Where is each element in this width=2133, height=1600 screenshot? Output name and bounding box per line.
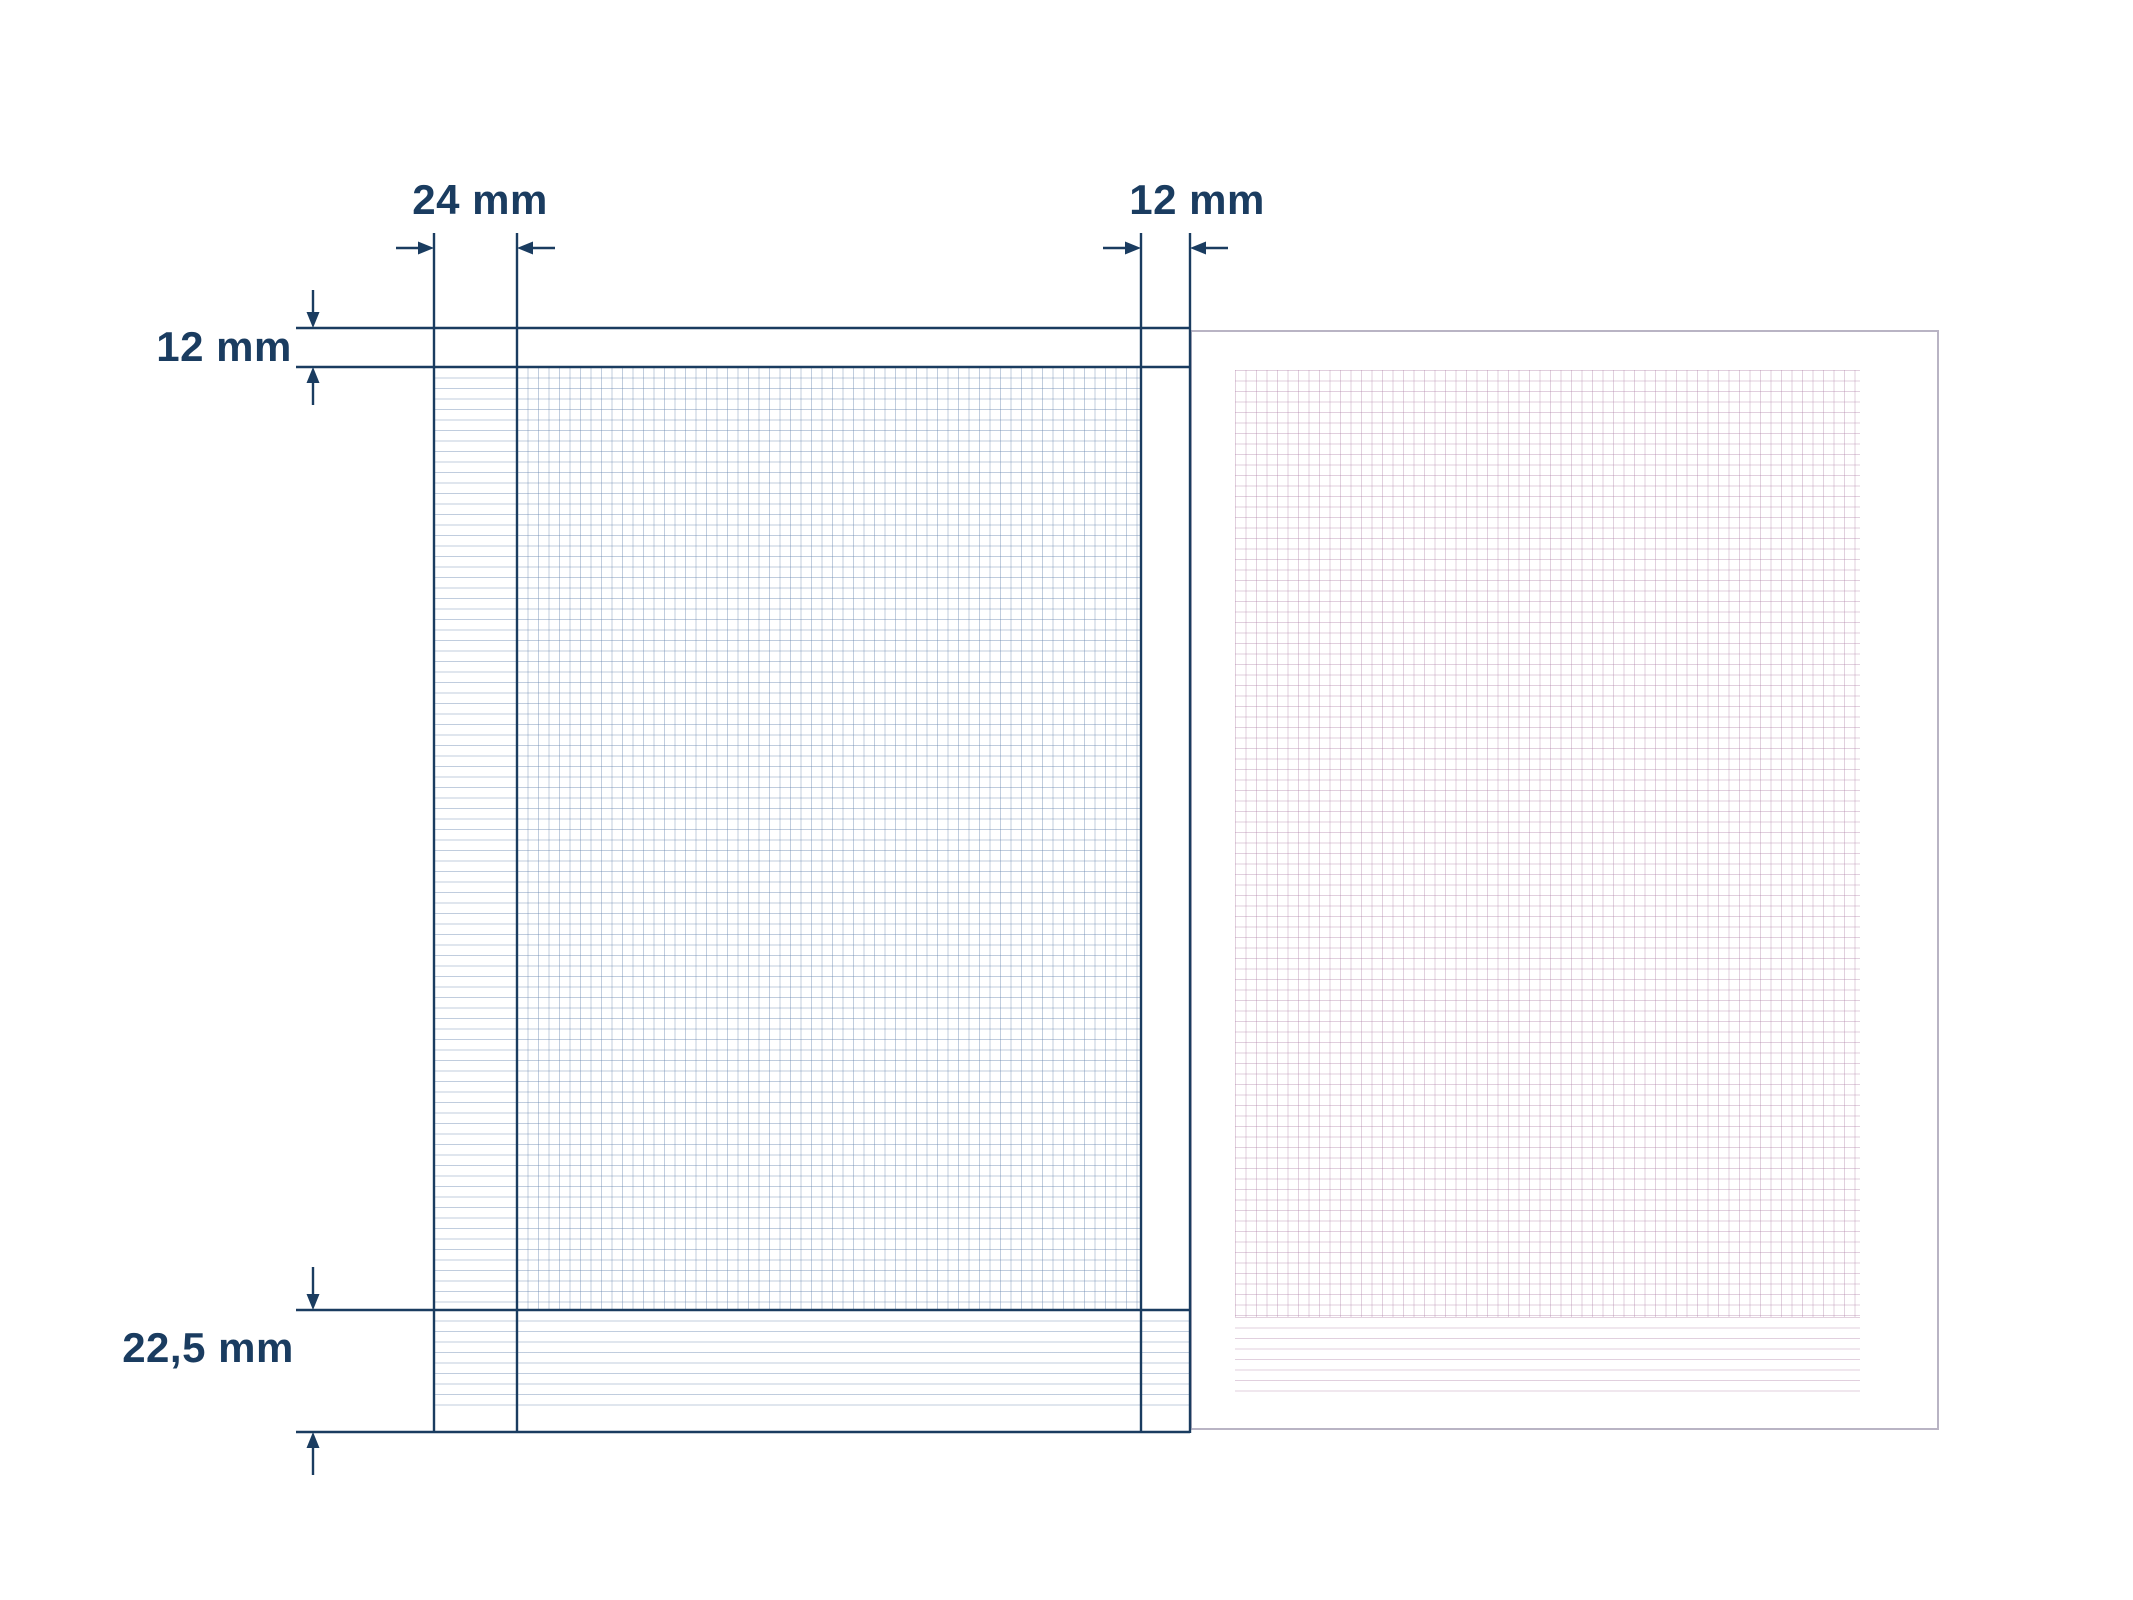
label-left-margin-width: 24 mm — [412, 176, 548, 223]
label-bottom-margin-height: 22,5 mm — [122, 1324, 294, 1371]
dim-24mm-left-margin — [396, 241, 555, 255]
arrow-down-icon — [306, 312, 320, 328]
label-right-margin-width: 12 mm — [1129, 176, 1265, 223]
right-page-grid — [1235, 370, 1860, 1317]
arrow-up-icon — [306, 1432, 320, 1448]
arrow-left-icon — [1190, 241, 1206, 255]
left-notebook-page — [433, 327, 1190, 1433]
arrow-left-icon — [517, 241, 533, 255]
label-top-margin-height: 12 mm — [156, 323, 292, 370]
left-page-grid — [517, 367, 1140, 1310]
right-notebook-page — [1190, 330, 1939, 1430]
dim-12mm-right-margin — [1103, 241, 1228, 255]
dim-12mm-top-margin — [306, 290, 320, 405]
arrow-up-icon — [306, 367, 320, 383]
arrow-down-icon — [306, 1294, 320, 1310]
left-page-footer-lines — [433, 1310, 1190, 1410]
left-page-margin-lines — [433, 367, 517, 1310]
dim-22-5mm-bottom-margin — [306, 1267, 320, 1475]
arrow-right-icon — [418, 241, 434, 255]
arrow-right-icon — [1125, 241, 1141, 255]
right-page-footer-lines — [1235, 1317, 1860, 1401]
